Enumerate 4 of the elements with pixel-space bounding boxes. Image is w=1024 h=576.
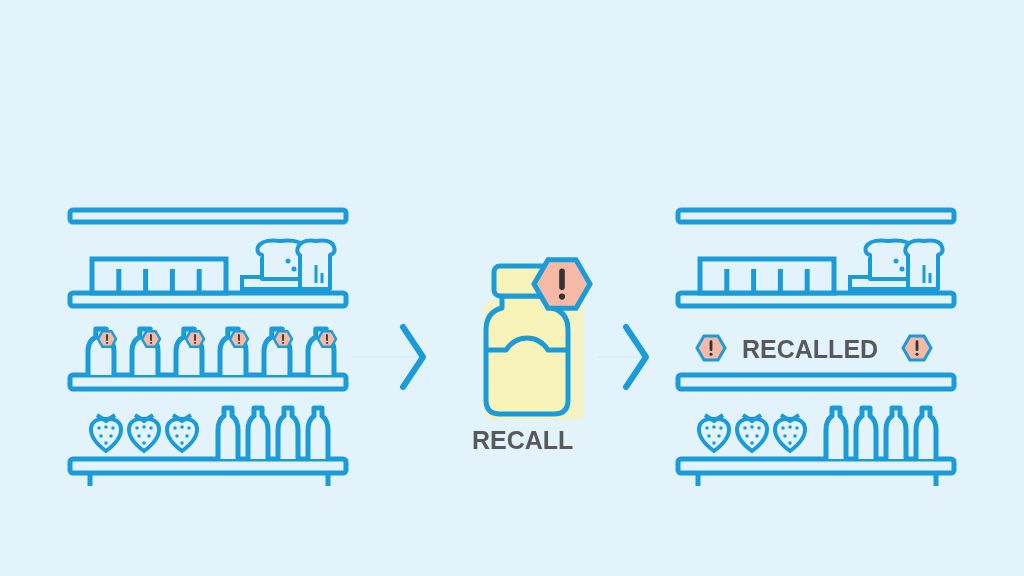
chevron-arrow: [597, 324, 649, 390]
chevron-arrow: [351, 324, 426, 390]
recall-label: RECALL: [472, 428, 574, 453]
recalled-label: RECALLED: [742, 337, 879, 362]
